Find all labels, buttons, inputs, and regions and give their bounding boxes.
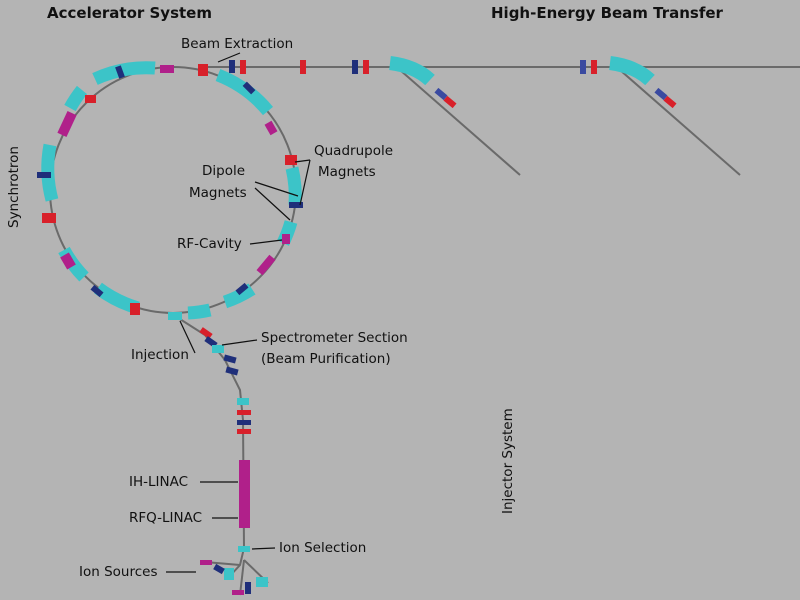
quadrupole-red — [240, 60, 246, 74]
label-beam-extraction: Beam Extraction — [181, 36, 294, 52]
dipole-magnet — [92, 61, 156, 85]
quadrupole-blue — [434, 87, 448, 101]
label-dipole-line1: Dipole — [202, 163, 246, 179]
quadrupole-blue — [654, 87, 668, 101]
quadrupole-red — [285, 155, 297, 165]
quadrupole-red — [199, 327, 213, 339]
leader-injection — [179, 320, 196, 354]
quadrupole-red — [363, 60, 369, 74]
label-quadrupole-line2: Magnets — [318, 164, 376, 180]
leader-beam-extraction — [217, 52, 241, 63]
quadrupole-red — [237, 429, 251, 434]
leader-spectrometer — [221, 339, 258, 346]
label-rfq-linac: RFQ-LINAC — [129, 510, 203, 526]
magenta-element — [282, 234, 290, 244]
dipole-magnet — [285, 166, 302, 206]
ring-quadrupoles — [37, 60, 303, 315]
ring-magenta-elements — [57, 65, 290, 276]
hebt-quadrupoles — [240, 60, 677, 109]
quadrupole-red — [663, 95, 677, 109]
hebt-branch-2 — [619, 69, 741, 176]
quadrupole-blue — [237, 420, 251, 425]
dipole-magnet — [64, 85, 88, 112]
heading-hebt: High-Energy Beam Transfer — [491, 4, 723, 22]
quadrupole-blue — [229, 60, 235, 73]
quadrupole-blue — [352, 60, 358, 74]
quadrupole-blue — [115, 65, 125, 79]
quadrupole-red — [198, 64, 208, 76]
label-spectrometer-line2: (Beam Purification) — [261, 351, 391, 367]
injection-dipole — [168, 312, 182, 320]
label-injection: Injection — [131, 347, 189, 363]
magenta-element — [60, 252, 76, 270]
label-quadrupole-line1: Quadrupole — [314, 143, 394, 159]
quadrupole-red — [130, 303, 140, 315]
leader-quadrupole-1 — [294, 159, 311, 163]
magenta-element — [264, 120, 278, 136]
label-ion-selection: Ion Selection — [279, 540, 367, 556]
quadrupole-red — [42, 213, 56, 223]
ion-source-branch-3 — [239, 559, 245, 596]
leader-dipole-1 — [254, 181, 299, 197]
leader-lines — [166, 52, 311, 573]
label-injector-system: Injector System — [500, 408, 516, 514]
hebt-dipole-1 — [389, 56, 435, 86]
label-ion-sources: Ion Sources — [79, 564, 158, 580]
magenta-element — [160, 65, 174, 73]
hebt-branch-1 — [399, 69, 521, 176]
quadrupole-blue — [223, 354, 237, 364]
dipole-magnet — [222, 283, 256, 309]
quadrupole-blue — [225, 366, 239, 376]
quadrupole-red — [300, 60, 306, 74]
leader-quadrupole-2 — [299, 159, 311, 206]
quadrupole-red — [237, 410, 251, 415]
leader-dipole-2 — [254, 187, 291, 221]
spectrometer-dipole — [212, 345, 224, 353]
rfq-linac-body — [239, 510, 250, 528]
quadrupole-blue — [245, 582, 251, 594]
ion-source-magenta — [232, 590, 244, 595]
quadrupole-blue — [213, 563, 225, 575]
magenta-element — [57, 111, 77, 137]
leader-rf-cavity — [249, 239, 283, 245]
quadrupole-blue — [242, 81, 256, 95]
quadrupole-red — [85, 95, 96, 103]
hebt-dipole-2 — [609, 56, 655, 86]
ion-source-magenta — [200, 560, 212, 565]
heading-accelerator-system: Accelerator System — [47, 4, 212, 22]
injector-elements — [168, 312, 268, 595]
quadrupole-red — [591, 60, 597, 74]
label-dipole-line2: Magnets — [189, 185, 247, 201]
ion-source-dipole — [256, 577, 268, 587]
ih-linac-body — [239, 460, 250, 510]
quadrupole-blue — [204, 336, 218, 348]
ion-source-dipole — [224, 568, 234, 580]
magenta-element — [256, 254, 276, 276]
quadrupole-blue — [90, 284, 104, 298]
dipole-magnet — [215, 68, 273, 116]
quadrupole-blue — [580, 60, 586, 74]
dipole-magnet — [187, 303, 212, 320]
label-synchrotron: Synchrotron — [6, 146, 22, 228]
leader-ion-selection — [251, 547, 276, 550]
quadrupole-blue — [235, 282, 249, 296]
quadrupole-blue — [37, 172, 51, 178]
label-rf-cavity: RF-Cavity — [177, 236, 242, 252]
quadrupole-blue — [289, 202, 303, 208]
label-spectrometer-line1: Spectrometer Section — [261, 330, 408, 346]
injector-dipole — [237, 398, 249, 405]
quadrupole-red — [443, 95, 457, 109]
label-ih-linac: IH-LINAC — [129, 474, 189, 490]
ion-selection-dipole — [238, 546, 250, 552]
